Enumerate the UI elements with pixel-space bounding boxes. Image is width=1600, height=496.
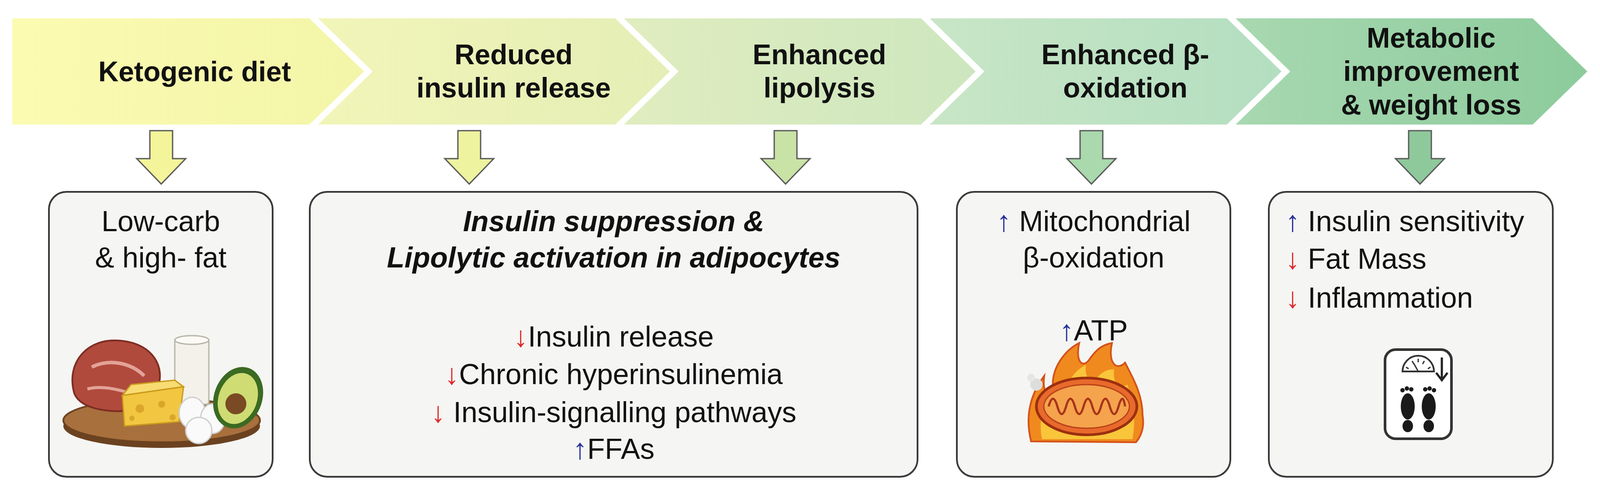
step-label: Ketogenic diet [81,54,309,89]
chevron-shape [623,18,976,125]
box-text: ↑FFAs [351,430,877,468]
step-chevron: Reduced insulin release [318,18,670,125]
box-text: ↑ Insulin sensitivity [1285,203,1548,240]
text-run: Inflammation [1299,281,1473,314]
box-text: Low-carb & high- fat [91,203,231,276]
flow-arrow [761,130,811,184]
decrease-arrow: ↓ [444,357,459,391]
step-label: Enhanced lipolysis [716,38,923,106]
text-run: Ketogenic diet [98,55,291,87]
info-box: ↑ Insulin sensitivity↓ Fat Mass↓ Inflamm… [1267,190,1554,478]
chevron-fill [12,18,364,125]
box-text: ↑ Mitochondrial β-oxidation [986,203,1201,276]
flow-arrow [136,130,186,184]
text-run: ATP [1073,314,1128,347]
chevron-shape [929,18,1282,125]
text-run: FFAs [587,432,655,465]
increase-arrow: ↑ [996,204,1012,238]
info-box: Insulin suppression & Lipolytic activati… [308,190,919,478]
box-text: ↓Insulin release [351,318,877,355]
decrease-arrow: ↓ [513,320,528,353]
text-run: Metabolic improvement & weight loss [1340,21,1522,121]
step-chevron: Enhanced β-oxidation [929,18,1282,125]
step-chevron: Enhanced lipolysis [623,18,976,125]
step-label: Enhanced β-oxidation [1022,38,1229,106]
chevron-shape [318,18,670,125]
box-text: ↓ Insulin-signalling pathways [351,394,877,431]
text-run: Insulin release [527,320,714,353]
step-chevron: Metabolic improvement & weight loss [1235,18,1588,125]
text-run: Enhanced lipolysis [752,38,887,104]
text-run: Chronic hyperinsulinemia [458,357,783,391]
step-label: Reduced insulin release [411,38,617,106]
text-run: Enhanced β-oxidation [1041,38,1210,104]
text-run: Insulin suppression & Lipolytic activati… [387,204,841,274]
chevron-fill [1235,18,1588,125]
decrease-arrow: ↓ [430,395,446,429]
step-chevron: Ketogenic diet [12,18,364,125]
box-text: ↓Chronic hyperinsulinemia [351,356,877,393]
text-run: Fat Mass [1299,242,1427,275]
flow-arrow [1066,130,1116,184]
box-heading: Insulin suppression & Lipolytic activati… [380,203,848,276]
increase-arrow: ↑ [1285,204,1300,238]
box-text: ↓ Fat Mass [1285,240,1548,278]
flow-arrow [1395,130,1445,184]
text-run: Insulin sensitivity [1299,204,1525,238]
chevron-fill [318,18,670,125]
info-box: ↑ Mitochondrial β-oxidation↑ATP [955,190,1232,478]
wrap-spacer [789,203,848,238]
decrease-arrow: ↓ [1285,242,1300,275]
box-text: ↓ Inflammation [1285,279,1548,316]
text-run: Low-carb & high- fat [95,204,227,274]
wrap-spacer [380,203,438,238]
text-run: Mitochondrial β-oxidation [1011,204,1191,274]
text-run: Insulin-signalling pathways [445,395,797,429]
increase-arrow: ↑ [1059,314,1074,347]
text-run: Reduced insulin release [416,38,611,104]
box-text: ↑ATP [1028,312,1160,349]
decrease-arrow: ↓ [1285,281,1300,314]
step-label: Metabolic improvement & weight loss [1335,20,1528,122]
chevron-fill [929,18,1282,125]
info-box: Low-carb & high- fat [48,190,274,478]
flow-arrow [444,130,494,184]
chevron-fill [623,18,976,125]
increase-arrow: ↑ [572,432,588,465]
